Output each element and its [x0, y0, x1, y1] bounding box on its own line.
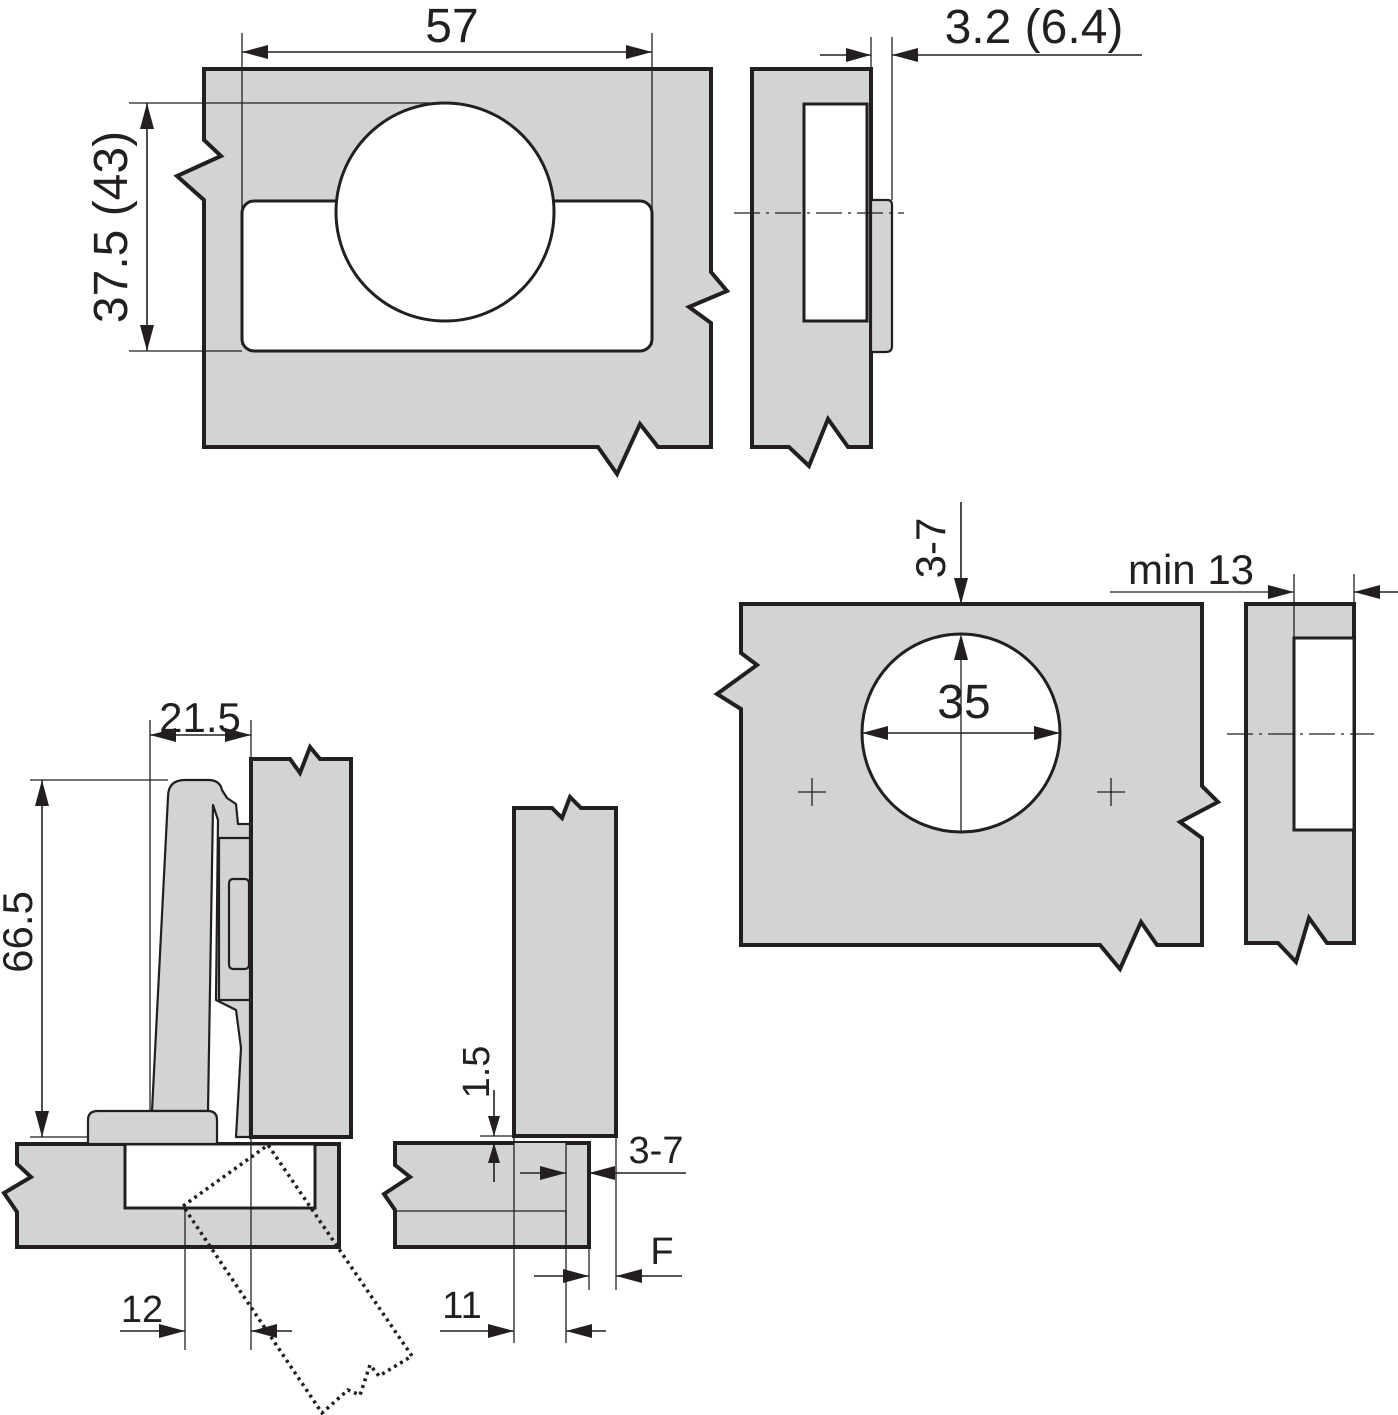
cabinet-side-vertical-2	[512, 793, 618, 1138]
plate-round-cutout	[334, 101, 556, 323]
dimension-offset-12: 12	[121, 1289, 163, 1331]
dimension-edge-distance: 3-7	[907, 518, 954, 579]
hinge-installed-section	[1, 720, 415, 1415]
hinge-cup-flange	[86, 1109, 219, 1146]
mounting-plate-side-view	[734, 37, 1142, 470]
dimension-min-thickness: min 13	[1128, 546, 1254, 593]
door-gap-detail	[381, 793, 686, 1343]
cup-recess	[123, 1142, 317, 1210]
dimension-plate-offset: 3.2 (6.4)	[945, 1, 1124, 54]
mounting-plate-front-view	[129, 33, 731, 478]
door-drilling-side-view	[1110, 574, 1398, 966]
dimension-offset-11: 11	[442, 1285, 481, 1327]
dimension-hinge-height: 66.5	[0, 891, 41, 973]
dimension-gap: 1.5	[456, 1046, 498, 1099]
hinge-screw-slot	[227, 877, 251, 971]
screw-mark-left	[798, 778, 826, 806]
dimension-cup-diameter: 35	[937, 676, 990, 729]
dimension-overlay: F	[650, 1231, 673, 1273]
dimension-arm-width: 21.5	[159, 694, 241, 741]
dimension-edge-distance-side: 3-7	[629, 1130, 684, 1172]
dimension-plate-height: 37.5 (43)	[85, 131, 138, 323]
cabinet-side-vertical	[249, 743, 353, 1139]
door-open-position	[180, 1142, 415, 1415]
screw-mark-right	[1097, 778, 1125, 806]
dimension-hole-spacing: 57	[425, 0, 478, 53]
plate-tab	[869, 198, 894, 354]
door-drilling-front-view	[713, 502, 1222, 973]
